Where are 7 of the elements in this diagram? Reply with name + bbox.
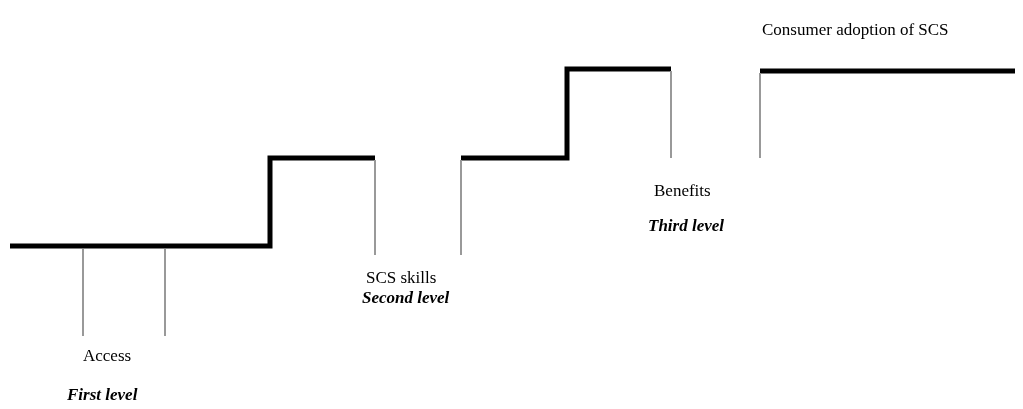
level-heading: Third level	[648, 216, 724, 236]
stage-label: SCS skills	[366, 268, 437, 288]
level-heading: Second level	[362, 288, 450, 308]
stage-label: Benefits	[654, 181, 711, 201]
stage-label: Access	[83, 346, 132, 366]
chart-title: Consumer adoption of SCS	[762, 20, 949, 40]
level-heading: First level	[67, 385, 138, 405]
